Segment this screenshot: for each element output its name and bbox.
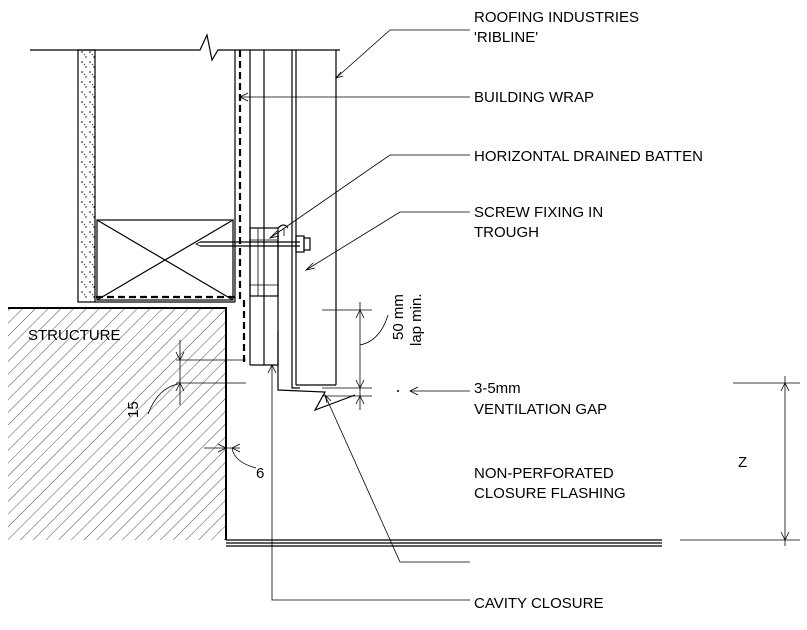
label-building-wrap: BUILDING WRAP [474,89,594,106]
building-wrap-line [96,50,246,365]
dim-lap-2: lap min. [408,293,425,346]
drained-batten [249,227,279,297]
stud-frame [95,50,236,303]
label-roofing-1: ROOFING INDUSTRIES [474,9,639,26]
ground-line [226,539,662,547]
label-gap-2: VENTILATION GAP [474,401,607,418]
annotations: ROOFING INDUSTRIES 'RIBLINE' BUILDING WR… [28,9,747,612]
dim-z: Z [738,454,747,471]
label-structure: STRUCTURE [28,327,121,344]
label-flashing-2: CLOSURE FLASHING [474,485,626,502]
break-line [30,33,340,62]
screw-fixing [195,235,311,253]
dimension-z [680,376,800,546]
label-gap-1: 3-5mm [474,380,521,397]
label-batten: HORIZONTAL DRAINED BATTEN [474,148,703,165]
dimension-lap [322,302,389,410]
dimension-6 [204,443,257,469]
label-screw-1: SCREW FIXING IN [474,204,603,221]
label-screw-2: TROUGH [474,224,539,241]
dimension-15 [147,340,246,415]
wall-lining [77,49,96,303]
ribline-cladding [277,50,337,389]
dim-15: 15 [125,401,142,418]
label-cavity-closure: CAVITY CLOSURE [474,595,603,612]
leader-lines [239,29,470,601]
dim-lap-1: 50 mm [390,294,407,340]
label-flashing-1: NON-PERFORATED [474,465,614,482]
closure-flashing [277,330,356,412]
structure-block [8,307,227,540]
label-roofing-2: 'RIBLINE' [474,29,538,46]
bottom-plate [96,219,234,301]
dim-6: 6 [256,465,264,482]
dimension-gap [322,390,399,405]
